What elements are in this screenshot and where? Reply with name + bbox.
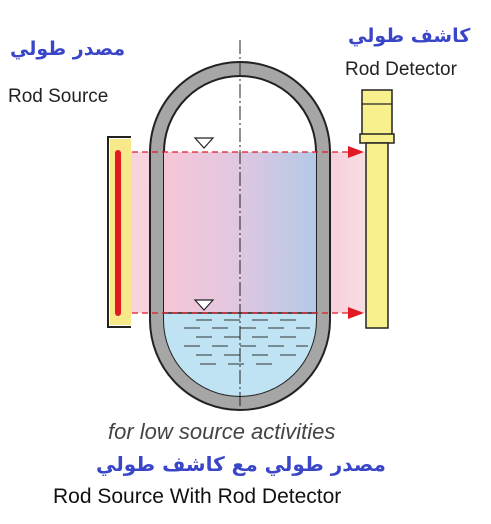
- min-level-marker: [193, 299, 215, 311]
- caption-en: Rod Source With Rod Detector: [53, 485, 342, 508]
- liquid-dashes: [184, 319, 310, 365]
- rod-detector: [365, 142, 389, 329]
- source-label-en: Rod Source: [8, 86, 109, 107]
- detector-label-en: Rod Detector: [345, 59, 457, 80]
- max-level-marker: [193, 137, 215, 149]
- source-label-ar: مصدر طولي: [10, 38, 126, 60]
- beam-left-gap: [128, 152, 150, 313]
- beam-top-arrowhead: [348, 146, 364, 158]
- note-text: for low source activities: [108, 419, 336, 444]
- beam-bottom-arrowhead: [348, 307, 364, 319]
- detector-label-ar: كاشف طولي: [348, 25, 471, 47]
- caption-ar: مصدر طولي مع كاشف طولي: [96, 452, 386, 476]
- beam-right-gap: [330, 152, 366, 313]
- source-housing-frame: [107, 136, 131, 328]
- detector-head: [361, 89, 393, 137]
- detector-collar: [359, 133, 395, 144]
- rod-source: [115, 150, 121, 316]
